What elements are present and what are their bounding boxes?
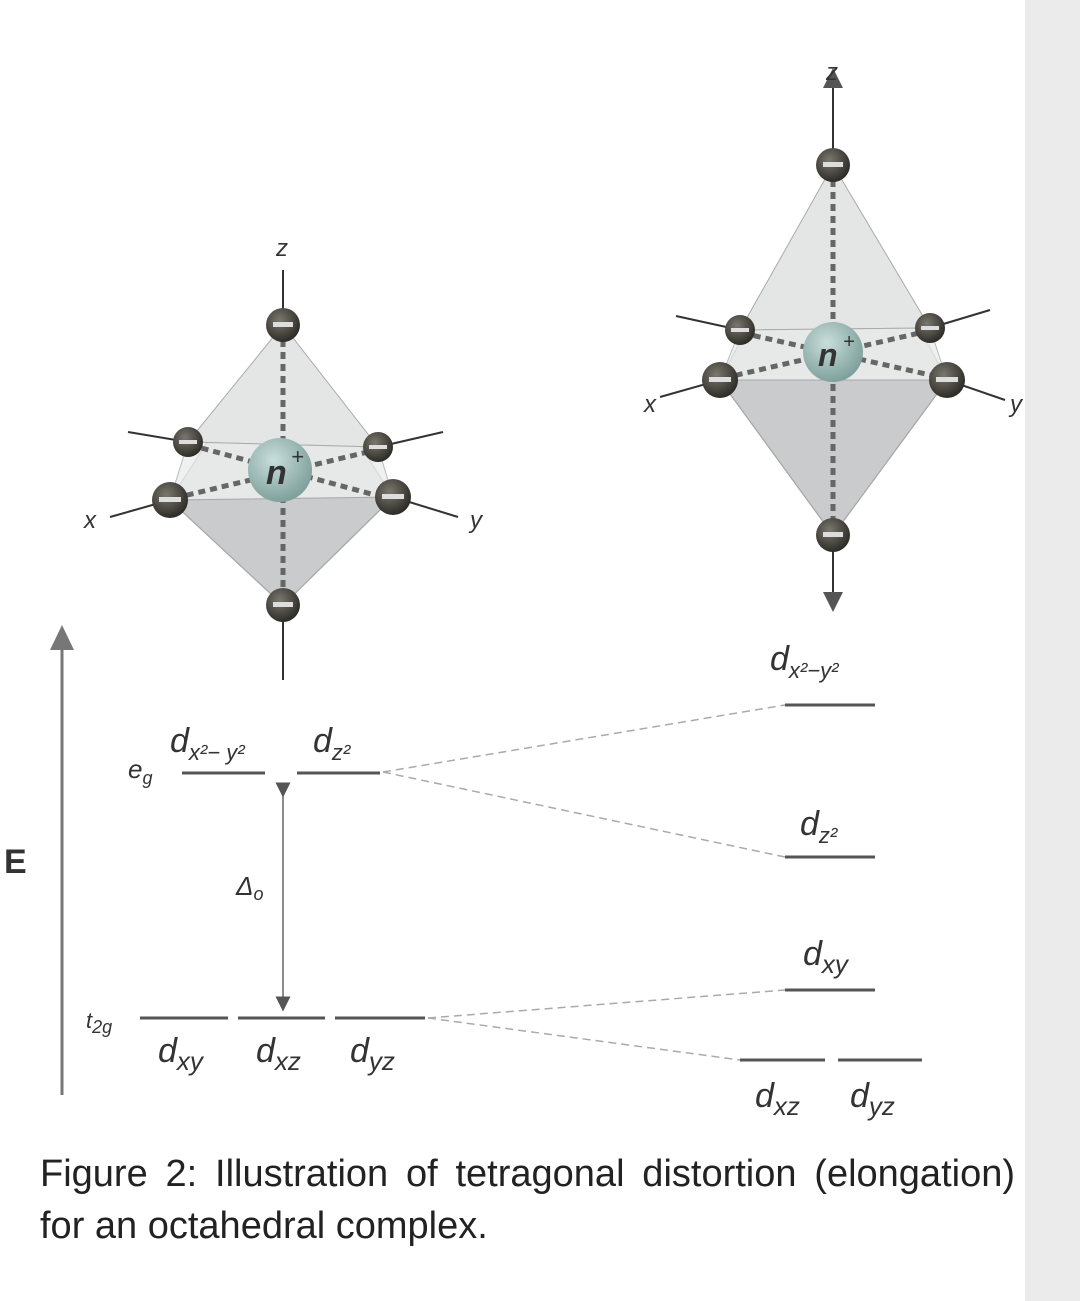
elongated-levels bbox=[740, 703, 922, 1062]
oct-dxy-label: dxy bbox=[158, 1032, 205, 1076]
correlation-lines bbox=[382, 704, 786, 1061]
elong-dyz-label: dyz bbox=[850, 1077, 895, 1121]
elong-dz2-label: dz² bbox=[800, 805, 838, 848]
x-axis-label: x bbox=[83, 507, 97, 534]
eg-label: eg bbox=[128, 754, 152, 788]
figure-caption: Figure 2: Illustration of tetragonal dis… bbox=[40, 1153, 1015, 1247]
z-axis-label: z bbox=[825, 59, 838, 86]
oct-dxz-label: dxz bbox=[256, 1032, 301, 1076]
t2g-label: t2g bbox=[86, 1008, 112, 1037]
oct-dx2y2-label: dx²− y² bbox=[170, 722, 245, 765]
elong-dxy-label: dxy bbox=[803, 935, 850, 979]
y-axis-label: y bbox=[1008, 391, 1024, 418]
y-axis-label: y bbox=[468, 507, 484, 534]
energy-label: E bbox=[4, 843, 27, 881]
side-panel bbox=[1025, 0, 1080, 1301]
metal-charge: + bbox=[291, 444, 304, 469]
octahedral-complex: n + z x y bbox=[83, 235, 484, 680]
oct-dyz-label: dyz bbox=[350, 1032, 395, 1076]
oct-dz2-label: dz² bbox=[313, 722, 351, 765]
z-axis-label: z bbox=[275, 235, 288, 262]
ligand-icons bbox=[152, 308, 411, 622]
energy-arrow-icon bbox=[50, 625, 74, 650]
elong-dxz-label: dxz bbox=[755, 1077, 800, 1121]
octahedral-levels bbox=[140, 771, 425, 1020]
delta-label: Δo bbox=[235, 871, 263, 904]
metal-label: n bbox=[266, 454, 287, 492]
elongated-complex: n + z x y bbox=[643, 59, 1024, 612]
elong-dx2y2-label: dx²−y² bbox=[770, 640, 839, 683]
x-axis-label: x bbox=[643, 391, 657, 418]
metal-charge: + bbox=[843, 331, 855, 353]
crystal-field-diagram: n + z x y n + bbox=[4, 59, 1024, 1121]
ligand-icons bbox=[702, 148, 965, 552]
metal-label: n bbox=[818, 337, 838, 373]
